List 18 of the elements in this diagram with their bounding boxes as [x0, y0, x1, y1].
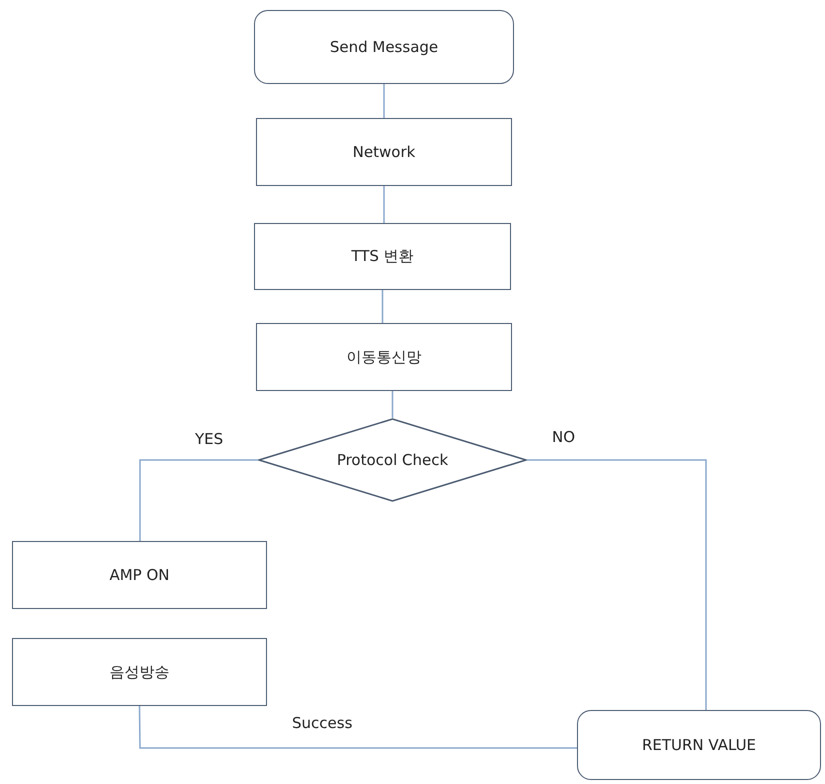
- connector-line: [383, 84, 385, 118]
- start-box: Send Message: [254, 10, 514, 84]
- process-box: 이동통신망: [256, 323, 512, 391]
- process-box: TTS 변환: [254, 223, 511, 290]
- connector-line: [383, 186, 385, 223]
- decision-diamond: Protocol Check: [258, 418, 527, 502]
- edge-label: Success: [292, 714, 352, 732]
- edge-label: YES: [195, 430, 224, 448]
- process-box: 음성방송: [12, 638, 267, 706]
- process-box: AMP ON: [12, 541, 267, 609]
- connector-line: [138, 706, 577, 749]
- end-box: RETURN VALUE: [577, 710, 821, 780]
- connector-line: [527, 459, 707, 710]
- connector-line: [382, 290, 384, 323]
- connector-line: [392, 391, 394, 418]
- edge-label: NO: [552, 428, 576, 446]
- process-box: Network: [256, 118, 512, 186]
- connector-line: [139, 459, 258, 541]
